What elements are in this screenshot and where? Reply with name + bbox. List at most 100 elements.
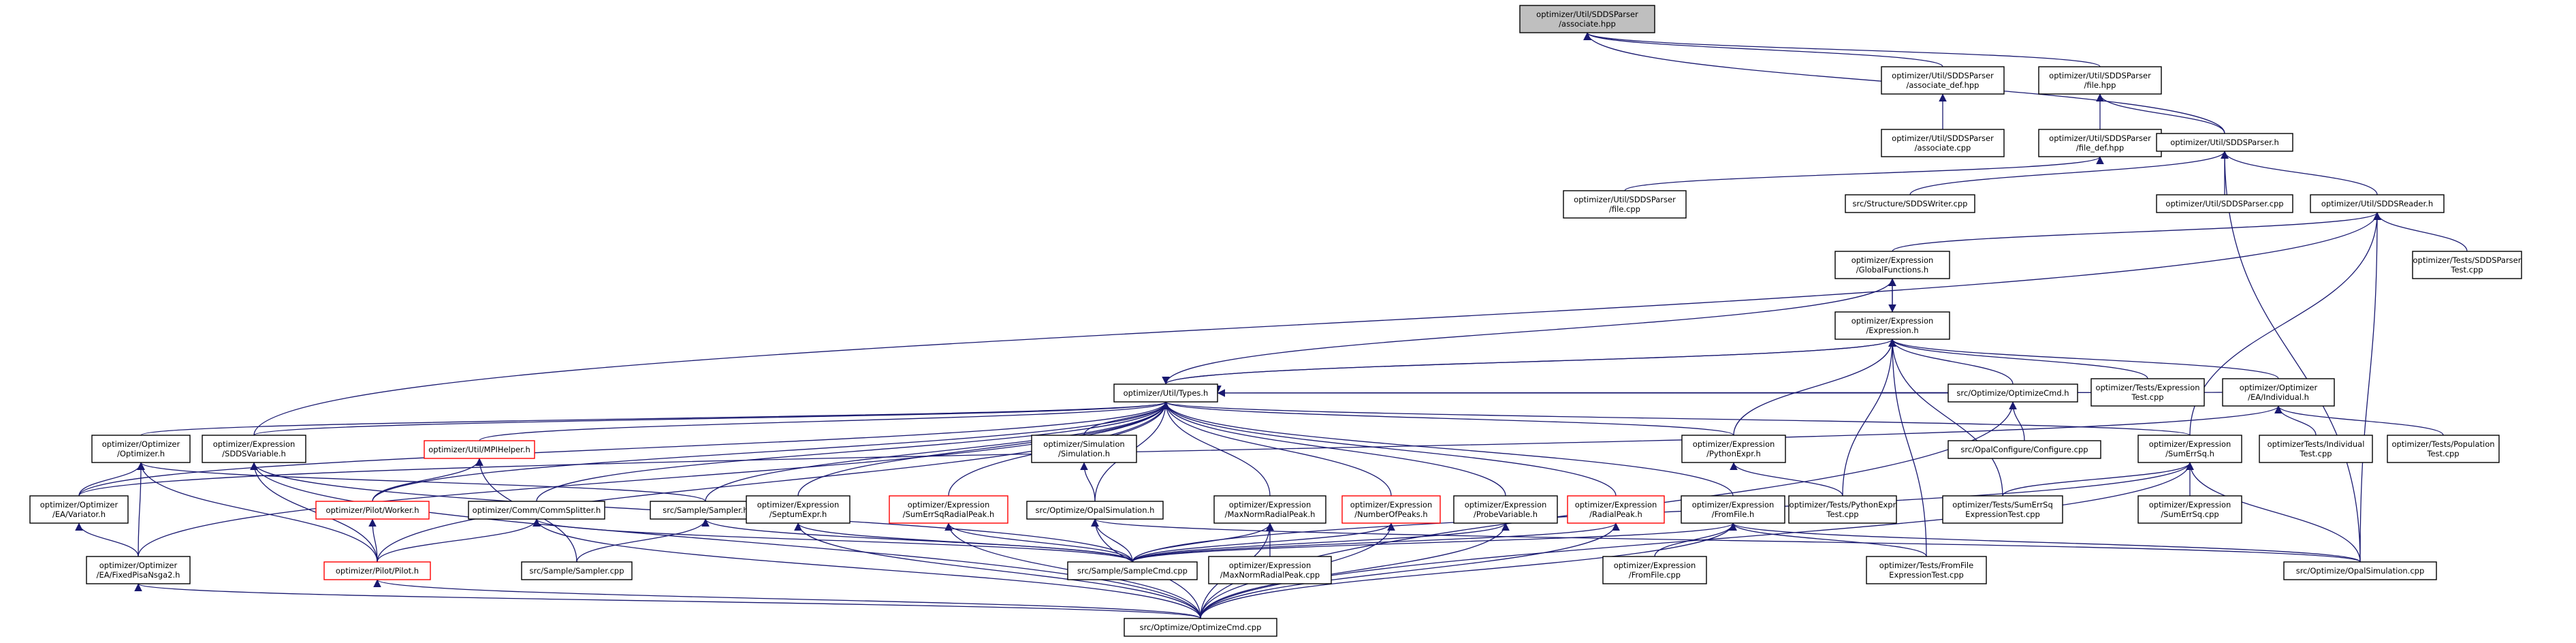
graph-node-optimizecmd_cpp[interactable]: src/Optimize/OptimizeCmd.cpp — [1124, 618, 1277, 637]
graph-node-sampler_h[interactable]: src/Sample/Sampler.h — [650, 501, 761, 520]
node-label: /GlobalFunctions.h — [1856, 265, 1928, 275]
graph-node-numberofpeaks[interactable]: optimizer/Expression/NumberOfPeaks.h — [1341, 495, 1441, 524]
graph-node-optimizecmd_h[interactable]: src/Optimize/OptimizeCmd.h — [1947, 383, 2078, 403]
dependency-edge-opalsimulation_cpp-to-sddsreader — [2359, 212, 2381, 563]
node-box — [1213, 495, 1326, 524]
graph-node-opalsimulation_h[interactable]: src/Optimize/OpalSimulation.h — [1026, 501, 1164, 520]
graph-node-sddsvariable[interactable]: optimizer/Expression/SDDSVariable.h — [202, 435, 306, 463]
graph-node-sddsparser_h[interactable]: optimizer/Util/SDDSParser.h — [2156, 133, 2293, 152]
graph-node-sddsparser_cpp[interactable]: optimizer/Util/SDDSParser.cpp — [2156, 194, 2293, 213]
node-label: Test.cpp — [1826, 509, 1858, 519]
graph-node-sumerrsqradial[interactable]: optimizer/Expression/SumErrSqRadialPeak.… — [889, 495, 1008, 524]
node-label: optimizer/Expression — [1851, 316, 1934, 326]
node-label: src/Sample/SampleCmd.cpp — [1077, 566, 1188, 576]
graph-node-septum[interactable]: optimizer/Expression/SeptumExpr.h — [746, 495, 850, 524]
dependency-edge-optimizecmd_cpp-to-sumerrsq — [1200, 462, 2194, 619]
dependency-edge-optimizecmd_cpp-to-fixedpisa — [134, 583, 1201, 619]
dependency-edge-worker-to-mpihelper — [372, 458, 483, 502]
node-label: optimizer/Util/SDDSParser — [1536, 10, 1638, 19]
node-box — [2038, 129, 2162, 157]
dependency-edge-file_hpp-to-root — [1583, 32, 2101, 67]
graph-node-globalfunc[interactable]: optimizer/Expression/GlobalFunctions.h — [1834, 251, 1950, 279]
graph-node-samplecmd[interactable]: src/Sample/SampleCmd.cpp — [1067, 561, 1198, 580]
node-label: optimizer/Optimizer — [102, 439, 180, 449]
graph-node-assoc_def[interactable]: optimizer/Util/SDDSParser/associate_def.… — [1881, 66, 2005, 95]
node-box — [1681, 435, 1786, 463]
node-label: optimizer/Util/SDDSReader.h — [2321, 199, 2433, 208]
graph-node-exprtest[interactable]: optimizer/Tests/ExpressionTest.cpp — [2090, 378, 2205, 407]
node-label: /file_def.hpp — [2076, 143, 2124, 153]
graph-node-probevariable[interactable]: optimizer/Expression/ProbeVariable.h — [1453, 495, 1558, 524]
dependency-edge-sampler_h-to-types — [705, 401, 1170, 502]
graph-node-file_hpp[interactable]: optimizer/Util/SDDSParser/file.hpp — [2038, 66, 2162, 95]
graph-node-mpihelper[interactable]: optimizer/Util/MPIHelper.h — [424, 440, 535, 459]
node-label: optimizer/Optimizer — [2240, 383, 2318, 392]
graph-node-opalsimulation_cpp[interactable]: src/Optimize/OpalSimulation.cpp — [2283, 561, 2437, 580]
node-label: optimizer/Comm/CommSplitter.h — [473, 505, 601, 515]
graph-node-simulation_h[interactable]: optimizer/Simulation/Simulation.h — [1031, 435, 1137, 463]
graph-node-radialpeak[interactable]: optimizer/Expression/RadialPeak.h — [1567, 495, 1665, 524]
node-label: /FromFile.cpp — [1629, 570, 1681, 580]
dependency-edge-optimizer_h-to-types — [140, 401, 1170, 436]
graph-node-sumerrsq[interactable]: optimizer/Expression/SumErrSq.h — [2137, 435, 2242, 463]
graph-node-fixedpisa[interactable]: optimizer/Optimizer/EA/FixedPisaNsga2.h — [86, 556, 191, 584]
node-label: optimizer/Util/SDDSParser — [2049, 71, 2151, 80]
graph-node-configure[interactable]: src/OpalConfigure/Configure.cpp — [1947, 440, 2101, 459]
graph-node-root[interactable]: optimizer/Util/SDDSParser/associate.hpp — [1519, 5, 1655, 33]
node-box — [1942, 495, 2063, 524]
graph-node-expression[interactable]: optimizer/Expression/Expression.h — [1834, 311, 1950, 340]
graph-node-maxnorm_cpp[interactable]: optimizer/Expression/MaxNormRadialPeak.c… — [1208, 556, 1332, 584]
graph-node-individual[interactable]: optimizer/Optimizer/EA/Individual.h — [2222, 378, 2335, 407]
graph-node-file_def[interactable]: optimizer/Util/SDDSParser/file_def.hpp — [2038, 129, 2162, 157]
dependency-edge-opalsimulation_cpp-to-opalsimulation_h — [1091, 518, 2361, 563]
dependency-edge-sumerrsqtest-to-sumerrsq — [2002, 462, 2194, 497]
node-box — [2156, 133, 2293, 152]
dependency-edge-configure-to-optimizecmd_h — [2009, 401, 2025, 441]
node-label: optimizerTests/Individual — [2268, 439, 2365, 449]
node-label: /EA/FixedPisaNsga2.h — [97, 570, 180, 580]
graph-node-sddswriter[interactable]: src/Structure/SDDSWriter.cpp — [1845, 194, 1975, 213]
graph-node-commsplitter[interactable]: optimizer/Comm/CommSplitter.h — [468, 501, 605, 520]
node-label: /EA/Individual.h — [2248, 392, 2309, 402]
node-box — [91, 435, 191, 463]
graph-node-assoc_cpp[interactable]: optimizer/Util/SDDSParser/associate.cpp — [1881, 129, 2005, 157]
node-box — [1834, 251, 1950, 279]
dependency-edge-optimizecmd_h-to-expression — [1888, 339, 2014, 385]
node-label: /SumErrSq.h — [2165, 449, 2214, 458]
graph-node-worker[interactable]: optimizer/Pilot/Worker.h — [315, 501, 430, 520]
graph-node-pythonexpr[interactable]: optimizer/Expression/PythonExpr.h — [1681, 435, 1786, 463]
graph-node-fromfile_cpp[interactable]: optimizer/Expression/FromFile.cpp — [1602, 556, 1707, 584]
graph-node-variator[interactable]: optimizer/Optimizer/EA/Variator.h — [29, 495, 129, 524]
graph-node-fromfiletest[interactable]: optimizer/Tests/FromFileExpressionTest.c… — [1866, 556, 1987, 584]
graph-node-maxnorm[interactable]: optimizer/Expression/MaxNormRadialPeak.h — [1213, 495, 1326, 524]
node-label: optimizer/Pilot/Pilot.h — [336, 566, 419, 576]
node-label: Test.cpp — [2426, 449, 2459, 458]
graph-node-pilot[interactable]: optimizer/Pilot/Pilot.h — [323, 561, 431, 580]
graph-node-types[interactable]: optimizer/Util/Types.h — [1113, 383, 1218, 403]
node-label: ExpressionTest.cpp — [1889, 570, 1964, 580]
graph-node-sumerrsq_cpp[interactable]: optimizer/Expression/SumErrSq.cpp — [2137, 495, 2242, 524]
node-box — [1031, 435, 1137, 463]
node-label: optimizer/Util/SDDSParser.cpp — [2165, 199, 2283, 208]
graph-node-optimizer_h[interactable]: optimizer/Optimizer/Optimizer.h — [91, 435, 191, 463]
node-box — [1341, 495, 1441, 524]
node-label: /file.hpp — [2084, 80, 2116, 90]
dependency-edge-fromfiletest-to-fromfile — [1729, 522, 1927, 557]
node-label: optimizer/Tests/SDDSParser — [2413, 255, 2522, 265]
graph-node-file_cpp[interactable]: optimizer/Util/SDDSParser/file.cpp — [1563, 190, 1687, 219]
node-label: src/Sample/Sampler.h — [663, 505, 748, 515]
graph-node-sddsreader[interactable]: optimizer/Util/SDDSReader.h — [2310, 194, 2445, 213]
graph-node-sampler_cpp[interactable]: src/Sample/Sampler.cpp — [521, 561, 633, 580]
graph-node-sumerrsqtest[interactable]: optimizer/Tests/SumErrSqExpressionTest.c… — [1942, 495, 2063, 524]
node-label: optimizer/Util/SDDSParser — [2049, 134, 2151, 143]
dependency-edge-opalsimulation_h-to-simulation_h — [1080, 462, 1096, 502]
dependency-edge-globalfunc-to-sddsreader — [1892, 212, 2381, 252]
node-label: /associate_def.hpp — [1907, 80, 1979, 90]
node-label: /associate.hpp — [1559, 19, 1616, 29]
graph-node-fromfile[interactable]: optimizer/Expression/FromFile.h — [1681, 495, 1785, 524]
node-box — [889, 495, 1008, 524]
